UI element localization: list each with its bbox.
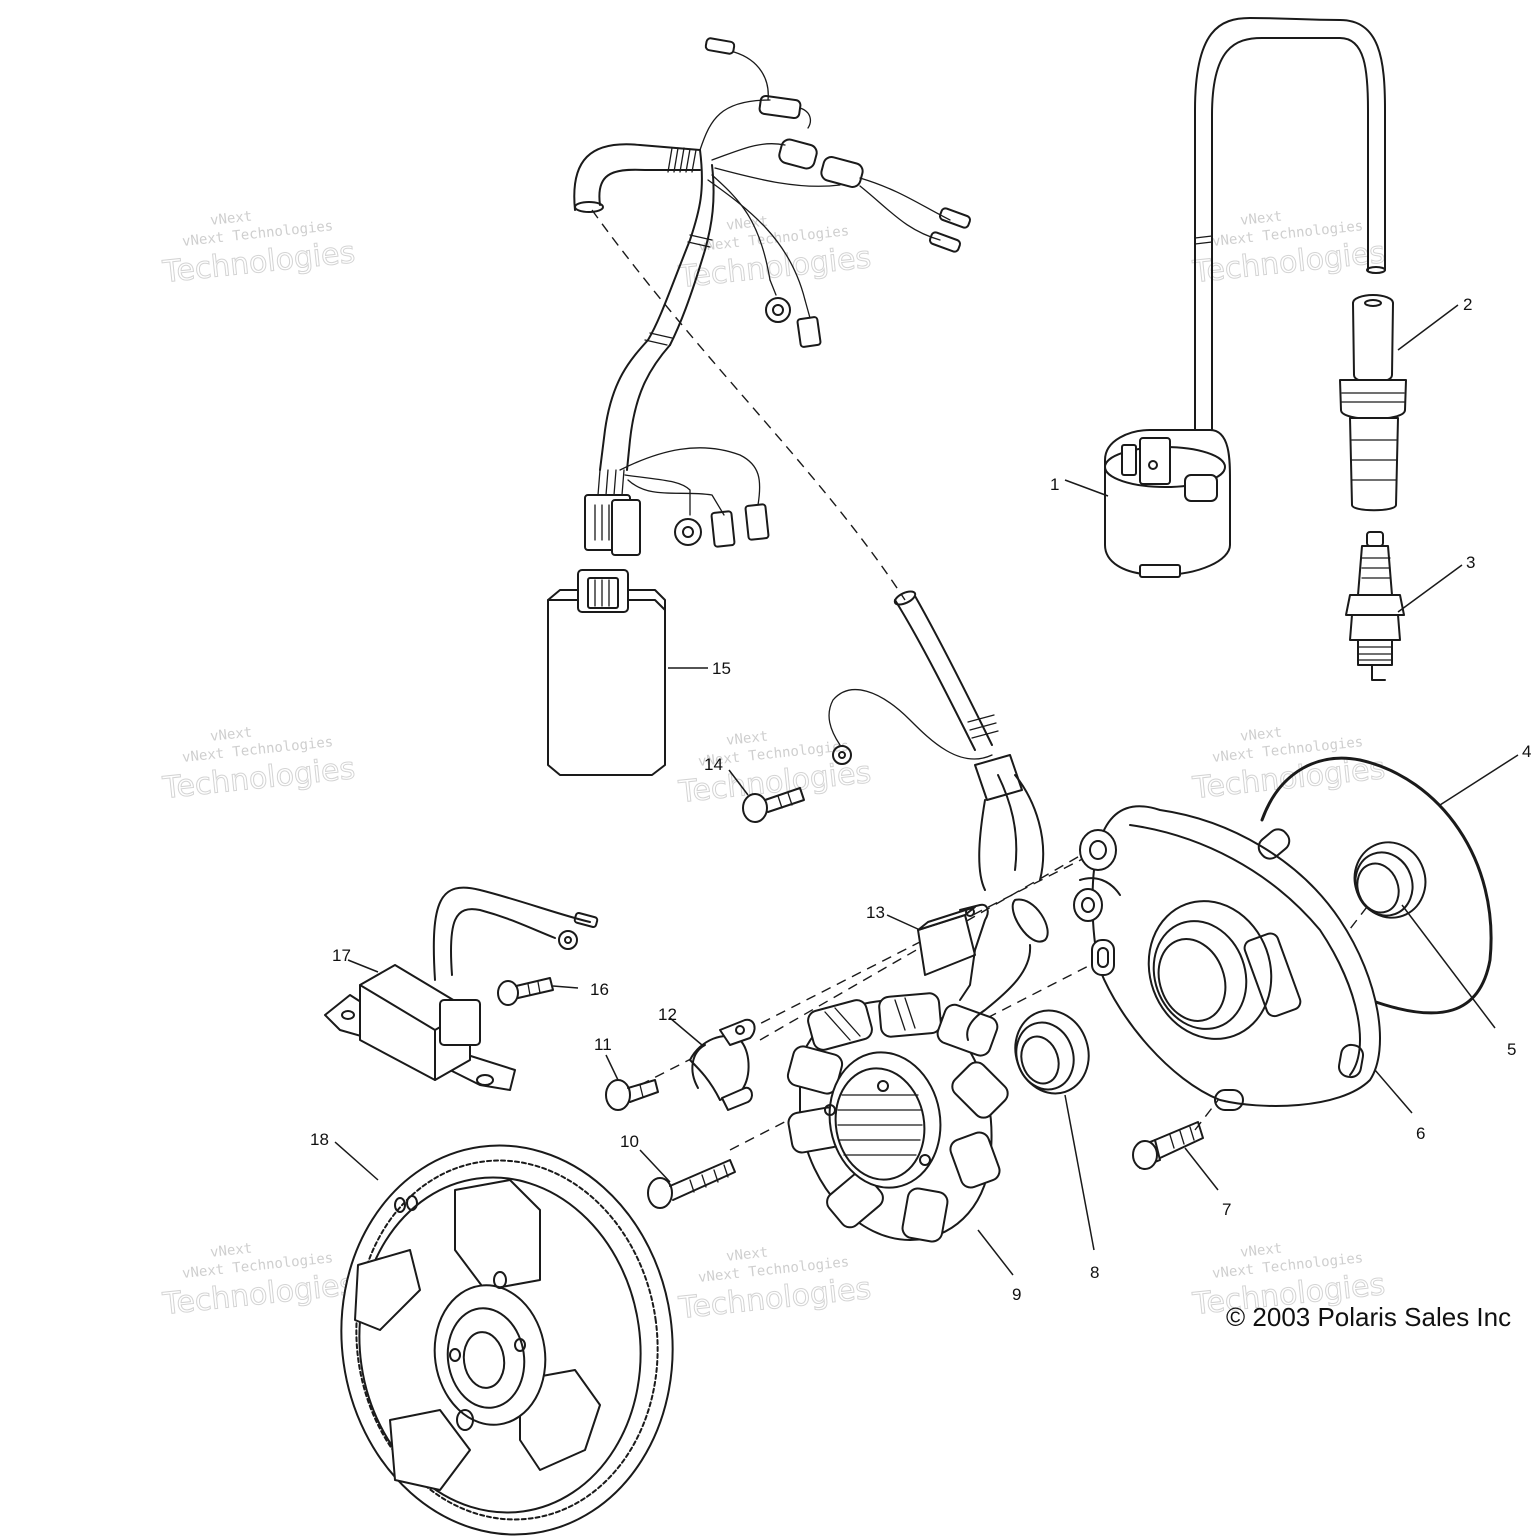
watermark-text: vNext bbox=[725, 214, 769, 234]
flywheel bbox=[340, 1144, 674, 1536]
callout-10: 10 bbox=[620, 1132, 639, 1151]
watermark-text: vNext bbox=[209, 209, 253, 229]
spark-plug-cap bbox=[1339, 294, 1407, 512]
plate-bolt bbox=[1132, 1121, 1204, 1170]
watermark-text: vNext bbox=[1239, 209, 1283, 229]
callout-13: 13 bbox=[866, 903, 885, 922]
callout-9: 9 bbox=[1012, 1285, 1021, 1304]
copyright-text: 2003 Polaris Sales Inc bbox=[1245, 1302, 1512, 1332]
watermark: vNext vNext Technologies Technologies bbox=[160, 725, 357, 807]
callout-15: 15 bbox=[712, 659, 731, 678]
pulse-pickup bbox=[917, 903, 989, 1001]
watermark-text: vNext bbox=[209, 725, 253, 745]
callout-2: 2 bbox=[1463, 295, 1472, 314]
clamp-screw bbox=[605, 1079, 659, 1111]
ignition-coil bbox=[1104, 17, 1386, 578]
watermark-text: vNext bbox=[1239, 725, 1283, 745]
gasket-ring bbox=[1260, 756, 1493, 1015]
stator-plate bbox=[1073, 805, 1381, 1111]
callout-11: 11 bbox=[594, 1035, 612, 1054]
watermark: vNext vNext Technologies Technologies bbox=[1190, 209, 1387, 291]
watermark-text: vNext bbox=[1239, 1241, 1283, 1261]
wiring-harness bbox=[573, 37, 972, 556]
callout-17: 17 bbox=[332, 946, 351, 965]
callout-7: 7 bbox=[1222, 1200, 1231, 1219]
callout-16: 16 bbox=[590, 980, 609, 999]
watermark-text: vNext bbox=[725, 1245, 769, 1265]
watermark-text: vNext bbox=[725, 729, 769, 749]
watermarks: vNext vNext Technologies Technologies vN… bbox=[160, 209, 1387, 1327]
oil-seal bbox=[1353, 841, 1427, 919]
copyright-symbol: © bbox=[1226, 1302, 1246, 1332]
spark-plug bbox=[1345, 531, 1405, 681]
watermark-text: vNext bbox=[209, 1241, 253, 1261]
stator-lead-wire bbox=[828, 590, 1049, 1041]
callout-5: 5 bbox=[1507, 1040, 1516, 1059]
leader-lines bbox=[334, 304, 1519, 1276]
watermark: vNext vNext Technologies Technologies bbox=[676, 214, 873, 296]
watermark: vNext vNext Technologies Technologies bbox=[676, 1245, 873, 1327]
callout-4: 4 bbox=[1522, 742, 1531, 761]
bearing-seal bbox=[1014, 1009, 1090, 1095]
callout-12: 12 bbox=[658, 1005, 677, 1024]
watermark: vNext vNext Technologies Technologies bbox=[160, 1241, 357, 1323]
callout-6: 6 bbox=[1416, 1124, 1425, 1143]
wire-clamp bbox=[689, 1018, 756, 1111]
ground-screw bbox=[742, 787, 805, 823]
callout-18: 18 bbox=[310, 1130, 329, 1149]
stator-coil bbox=[786, 992, 1009, 1243]
cdi-module bbox=[547, 569, 666, 776]
callout-3: 3 bbox=[1466, 553, 1475, 572]
callout-8: 8 bbox=[1090, 1263, 1099, 1282]
regulator-screw bbox=[497, 977, 554, 1006]
callout-1: 1 bbox=[1050, 475, 1059, 494]
callout-labels: 1 2 3 4 5 6 7 8 9 10 11 12 13 14 15 16 1… bbox=[310, 295, 1531, 1304]
copyright-notice: © 2003 Polaris Sales Inc bbox=[1226, 1302, 1511, 1333]
callout-14: 14 bbox=[704, 755, 723, 774]
watermark: vNext vNext Technologies Technologies bbox=[160, 209, 357, 291]
voltage-regulator bbox=[324, 886, 599, 1091]
stator-screw bbox=[647, 1159, 736, 1209]
